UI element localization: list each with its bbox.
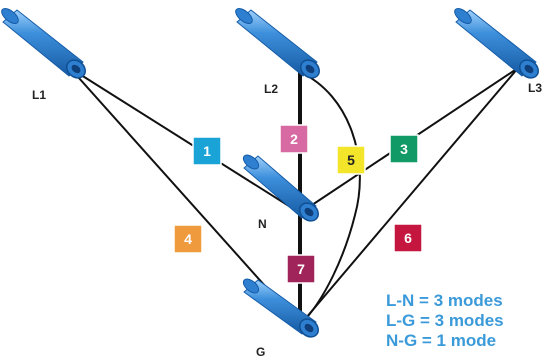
conductor-g-cable: [242, 278, 319, 338]
mode-box-4-fill: [173, 224, 203, 254]
summary-lg: L-G = 3 modes: [386, 311, 504, 330]
mode-box-5: 5: [336, 145, 366, 175]
mode-box-1-fill: [192, 136, 222, 166]
conductor-n-cable: [242, 154, 319, 222]
mode-box-2-label: 2: [290, 131, 298, 147]
mode-box-4: 4: [173, 224, 203, 254]
mode-box-3-fill: [389, 134, 419, 164]
wire-l1-n: [69, 67, 301, 214]
mode-box-7-label: 7: [297, 261, 305, 277]
conductor-label-l2: L2: [264, 82, 278, 96]
conductor-l1-cable: [1, 8, 86, 79]
mode-box-7-fill: [286, 254, 316, 284]
mode-box-1: 1: [192, 136, 222, 166]
modes-summary: L-N = 3 modes L-G = 3 modes N-G = 1 mode: [386, 291, 504, 350]
mode-box-6-label: 6: [404, 230, 412, 246]
wire-l2-g: [299, 71, 361, 326]
conductor-label-g: G: [256, 345, 265, 359]
mode-box-6: 6: [393, 223, 423, 253]
mode-box-1-label: 1: [203, 143, 211, 159]
conductor-label-n: N: [258, 217, 267, 231]
mode-box-3: 3: [389, 134, 419, 164]
mode-box-2: 2: [279, 124, 309, 154]
conductor-label-l1: L1: [32, 88, 46, 102]
mode-box-7: 7: [286, 254, 316, 284]
conductor-l2-cable: [235, 8, 320, 79]
summary-ng: N-G = 1 mode: [386, 331, 496, 350]
mode-box-4-label: 4: [184, 231, 192, 247]
mode-box-2-fill: [279, 124, 309, 154]
mode-box-6-fill: [393, 223, 423, 253]
summary-ln: L-N = 3 modes: [386, 291, 503, 310]
conductor-label-l3: L3: [528, 81, 542, 95]
mode-box-3-label: 3: [400, 141, 408, 157]
wire-l3-g: [299, 67, 519, 326]
mode-box-5-label: 5: [347, 152, 355, 168]
conductor-l3-cable: [454, 8, 539, 79]
mode-box-5-fill: [336, 145, 366, 175]
